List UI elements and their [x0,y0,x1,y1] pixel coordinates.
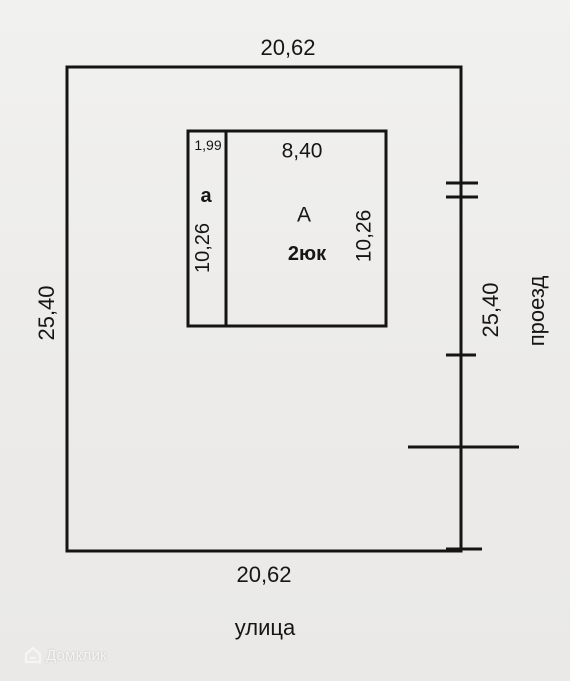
house-icon [24,646,42,664]
building-outline [186,129,388,328]
annex-letter: а [200,185,212,207]
main-building-width: 8,40 [281,139,323,163]
main-building-floors: 2юк [287,243,327,265]
watermark: Домклик [24,646,107,664]
watermark-text: Домклик [46,646,107,664]
driveway-ticks [408,181,519,551]
plot-right-dimension: 25,40 [478,282,503,338]
driveway-label: проезд [524,275,549,347]
annex-depth: 10,26 [192,222,214,274]
annex-width: 1,99 [194,137,222,153]
plot-bottom-dimension: 20,62 [236,562,292,587]
main-building-letter: А [296,203,312,227]
plot-top-dimension: 20,62 [260,35,316,60]
plot-boundary [65,65,463,553]
main-building-depth: 10,26 [352,209,376,263]
street-label: улица [234,615,296,640]
plot-left-dimension: 25,40 [34,285,59,341]
